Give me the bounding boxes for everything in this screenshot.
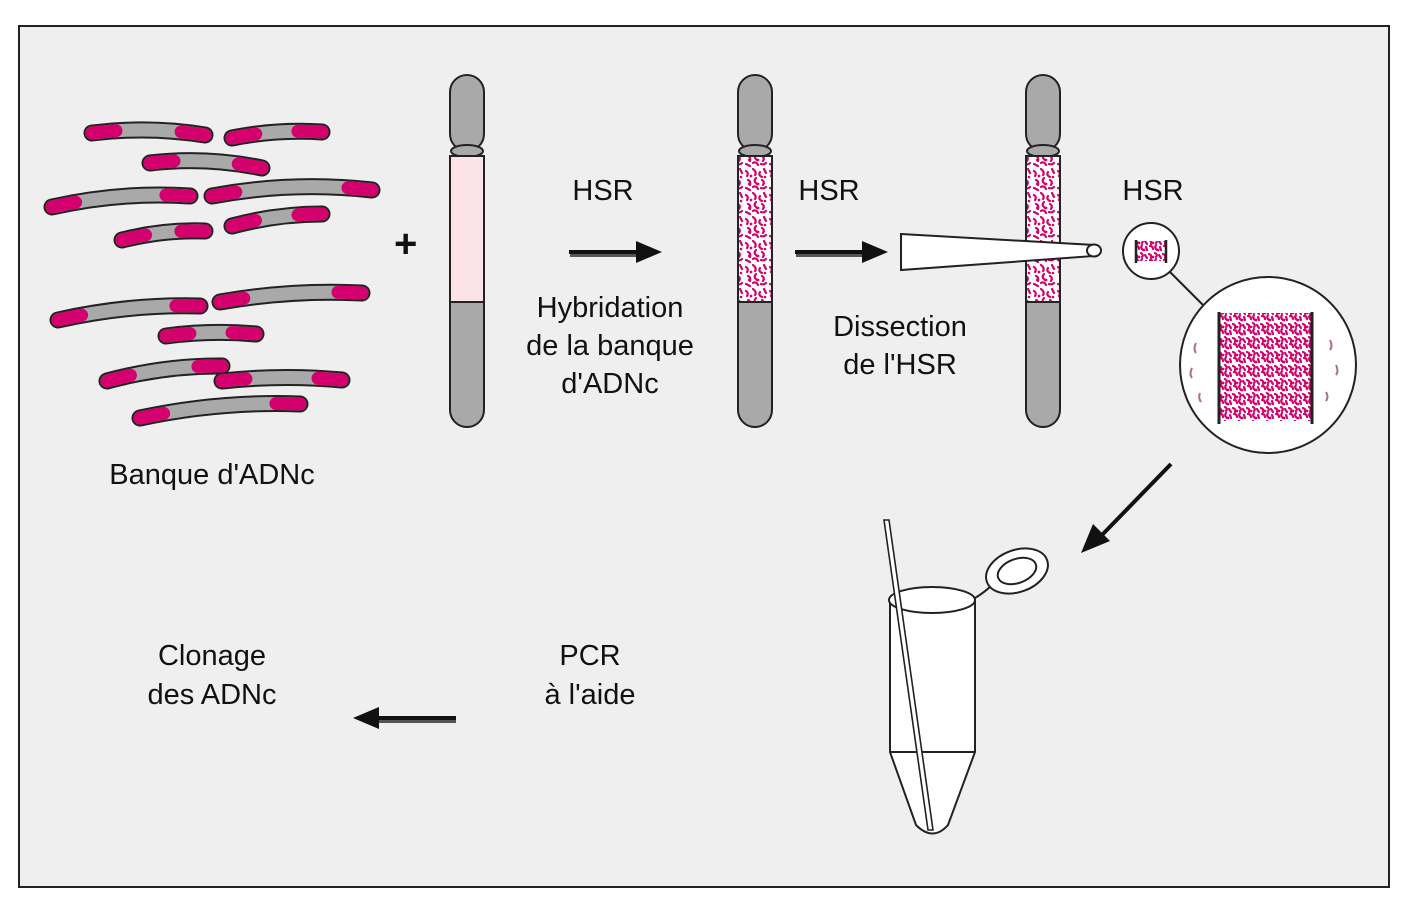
micropipette-icon xyxy=(900,232,1102,272)
cdna-fragment-icon xyxy=(159,325,263,343)
cdna-fragment-icon xyxy=(100,359,229,388)
hybridation-line-1: Hybridation xyxy=(536,292,684,324)
chromosome-icon xyxy=(737,74,773,428)
hsr-label-2: HSR xyxy=(798,175,860,207)
hsr-label-3: HSR xyxy=(1122,175,1184,207)
arrow-icon xyxy=(1081,462,1173,553)
dissection-line-1: Dissection xyxy=(833,311,967,343)
plus-sign: + xyxy=(394,222,418,266)
dissection-line-2: de l'HSR xyxy=(843,349,957,381)
chromosome-icon xyxy=(1025,74,1061,428)
magnifier-circle-icon xyxy=(1179,276,1357,454)
pcr-line-1: PCR xyxy=(559,640,621,672)
cdna-fragment-icon xyxy=(205,180,379,203)
cdna-fragment-icon xyxy=(225,207,329,233)
cdna-fragment-icon xyxy=(225,124,329,145)
chromosome-icon xyxy=(449,74,485,428)
hybridation-line-2: de la banque xyxy=(526,330,694,362)
cdna-fragment-icon xyxy=(213,285,369,309)
arrow-icon xyxy=(569,241,662,263)
library-label: Banque d'ADNc xyxy=(109,459,315,491)
magnifier-circle-icon xyxy=(1122,222,1209,311)
hybridation-line-3: d'ADNc xyxy=(561,368,659,400)
clonage-line-1: Clonage xyxy=(157,640,267,672)
cdna-fragment-icon xyxy=(45,188,197,214)
arrow-icon xyxy=(795,241,888,263)
arrow-icon xyxy=(353,707,456,729)
cdna-library xyxy=(43,121,381,427)
cdna-fragment-icon xyxy=(215,370,349,388)
cdna-fragment-icon xyxy=(143,154,269,175)
cdna-fragment-icon xyxy=(115,224,212,247)
cdna-fragment-icon xyxy=(85,123,212,142)
clonage-line-2: des ADNc xyxy=(147,679,277,711)
hsr-label-1: HSR xyxy=(572,175,634,207)
cdna-fragment-icon xyxy=(133,397,307,425)
cdna-fragment-icon xyxy=(51,299,207,327)
eppendorf-tube-icon xyxy=(883,519,1049,835)
pcr-line-2: à l'aide xyxy=(544,679,636,711)
